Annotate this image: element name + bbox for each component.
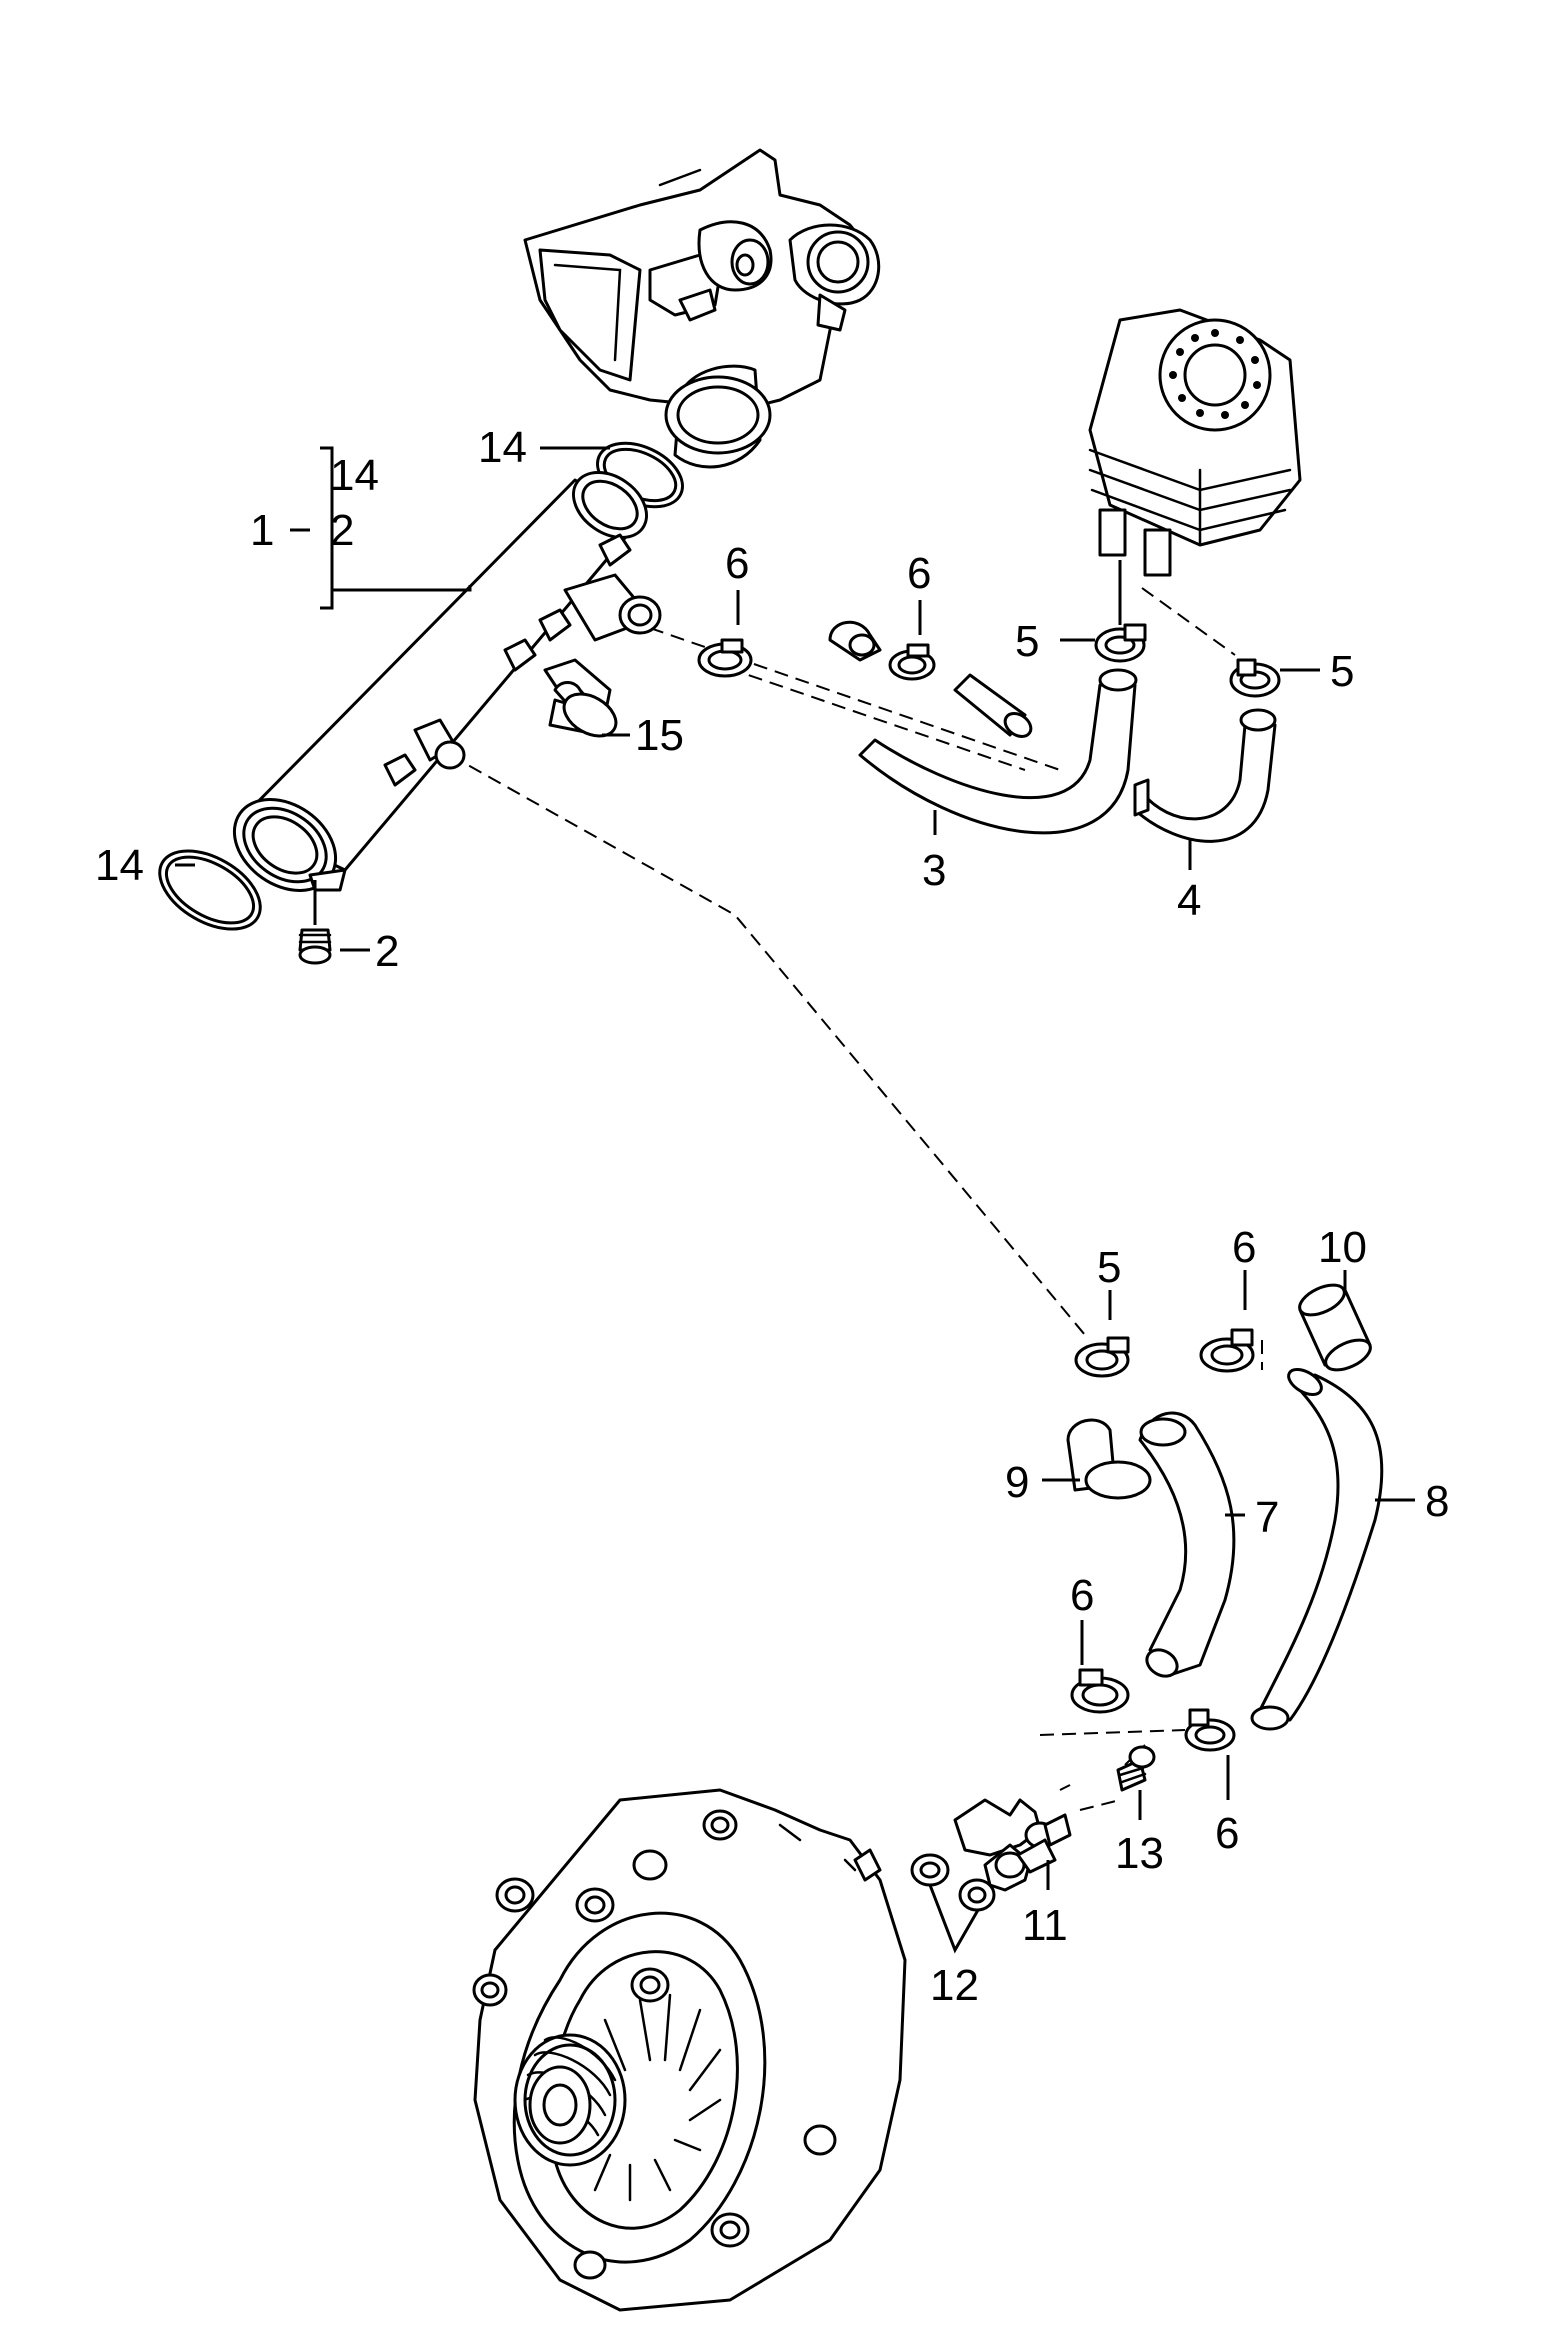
callout-4: 4 <box>1177 876 1201 925</box>
dashed-connection-lines <box>449 587 1263 1811</box>
callout-12: 12 <box>930 1961 979 2010</box>
cap-9 <box>1066 1418 1152 1500</box>
oil-cooler-bolt-holes <box>1169 329 1261 419</box>
callout-6-e: 6 <box>1215 1809 1239 1858</box>
callout-5-c: 5 <box>1097 1243 1121 1292</box>
small-hose <box>953 673 1033 738</box>
hose-8 <box>1250 1368 1384 1731</box>
clamp-15 <box>553 681 618 738</box>
callout-10: 10 <box>1318 1223 1367 1272</box>
alternator <box>472 1788 907 2312</box>
callout-3: 3 <box>922 846 946 895</box>
callout-13: 13 <box>1115 1829 1164 1878</box>
plug-2 <box>298 880 332 965</box>
sleeve-10 <box>1298 1283 1372 1372</box>
callout-6-a: 6 <box>725 539 749 588</box>
o-ring-bottom <box>158 849 262 931</box>
callout-1: 1 <box>250 506 274 555</box>
callout-11: 11 <box>1022 1901 1068 1950</box>
hose-3 <box>858 668 1138 835</box>
fitting-11 <box>953 1798 1072 1892</box>
thermostat-housing <box>523 148 881 469</box>
callout-5-a: 5 <box>1015 617 1039 666</box>
clamp-5-top-a <box>1094 623 1147 663</box>
hose-7 <box>1138 1411 1236 1678</box>
callout-1-sub-2: 2 <box>330 506 354 555</box>
callout-2: 2 <box>375 927 399 976</box>
callout-9: 9 <box>1005 1458 1029 1507</box>
clamp-6-lower-b <box>1070 1668 1130 1714</box>
clamp-6-lower-c <box>1184 1708 1236 1752</box>
callout-1-sub-14: 14 <box>330 451 379 500</box>
callout-6-c: 6 <box>1232 1223 1256 1272</box>
oil-cooler <box>1088 308 1302 577</box>
clamp-6-lower-a <box>1199 1328 1255 1373</box>
callout-numbers: 1 14 2 14 14 2 15 6 6 5 5 3 4 5 6 10 9 7… <box>95 423 1449 2010</box>
coolant-pipe <box>232 471 662 892</box>
hose-4 <box>1133 708 1277 843</box>
callout-15: 15 <box>635 711 684 760</box>
clamp-6-top-a <box>697 638 753 678</box>
washers-12 <box>910 1853 996 1912</box>
callout-7: 7 <box>1255 1493 1279 1542</box>
stud-top <box>828 620 882 662</box>
leader-lines <box>175 446 1415 1954</box>
clamp-5-lower <box>1074 1336 1130 1378</box>
callout-5-b: 5 <box>1330 647 1354 696</box>
callout-6-d: 6 <box>1070 1571 1094 1620</box>
callout-14-bottom: 14 <box>95 841 144 890</box>
callout-6-b: 6 <box>907 549 931 598</box>
clamp-5-top-b <box>1229 658 1281 698</box>
callout-14-top: 14 <box>478 423 527 472</box>
fitting-13 <box>1116 1745 1156 1792</box>
clamp-6-top-b <box>888 643 936 681</box>
callout-8: 8 <box>1425 1477 1449 1526</box>
